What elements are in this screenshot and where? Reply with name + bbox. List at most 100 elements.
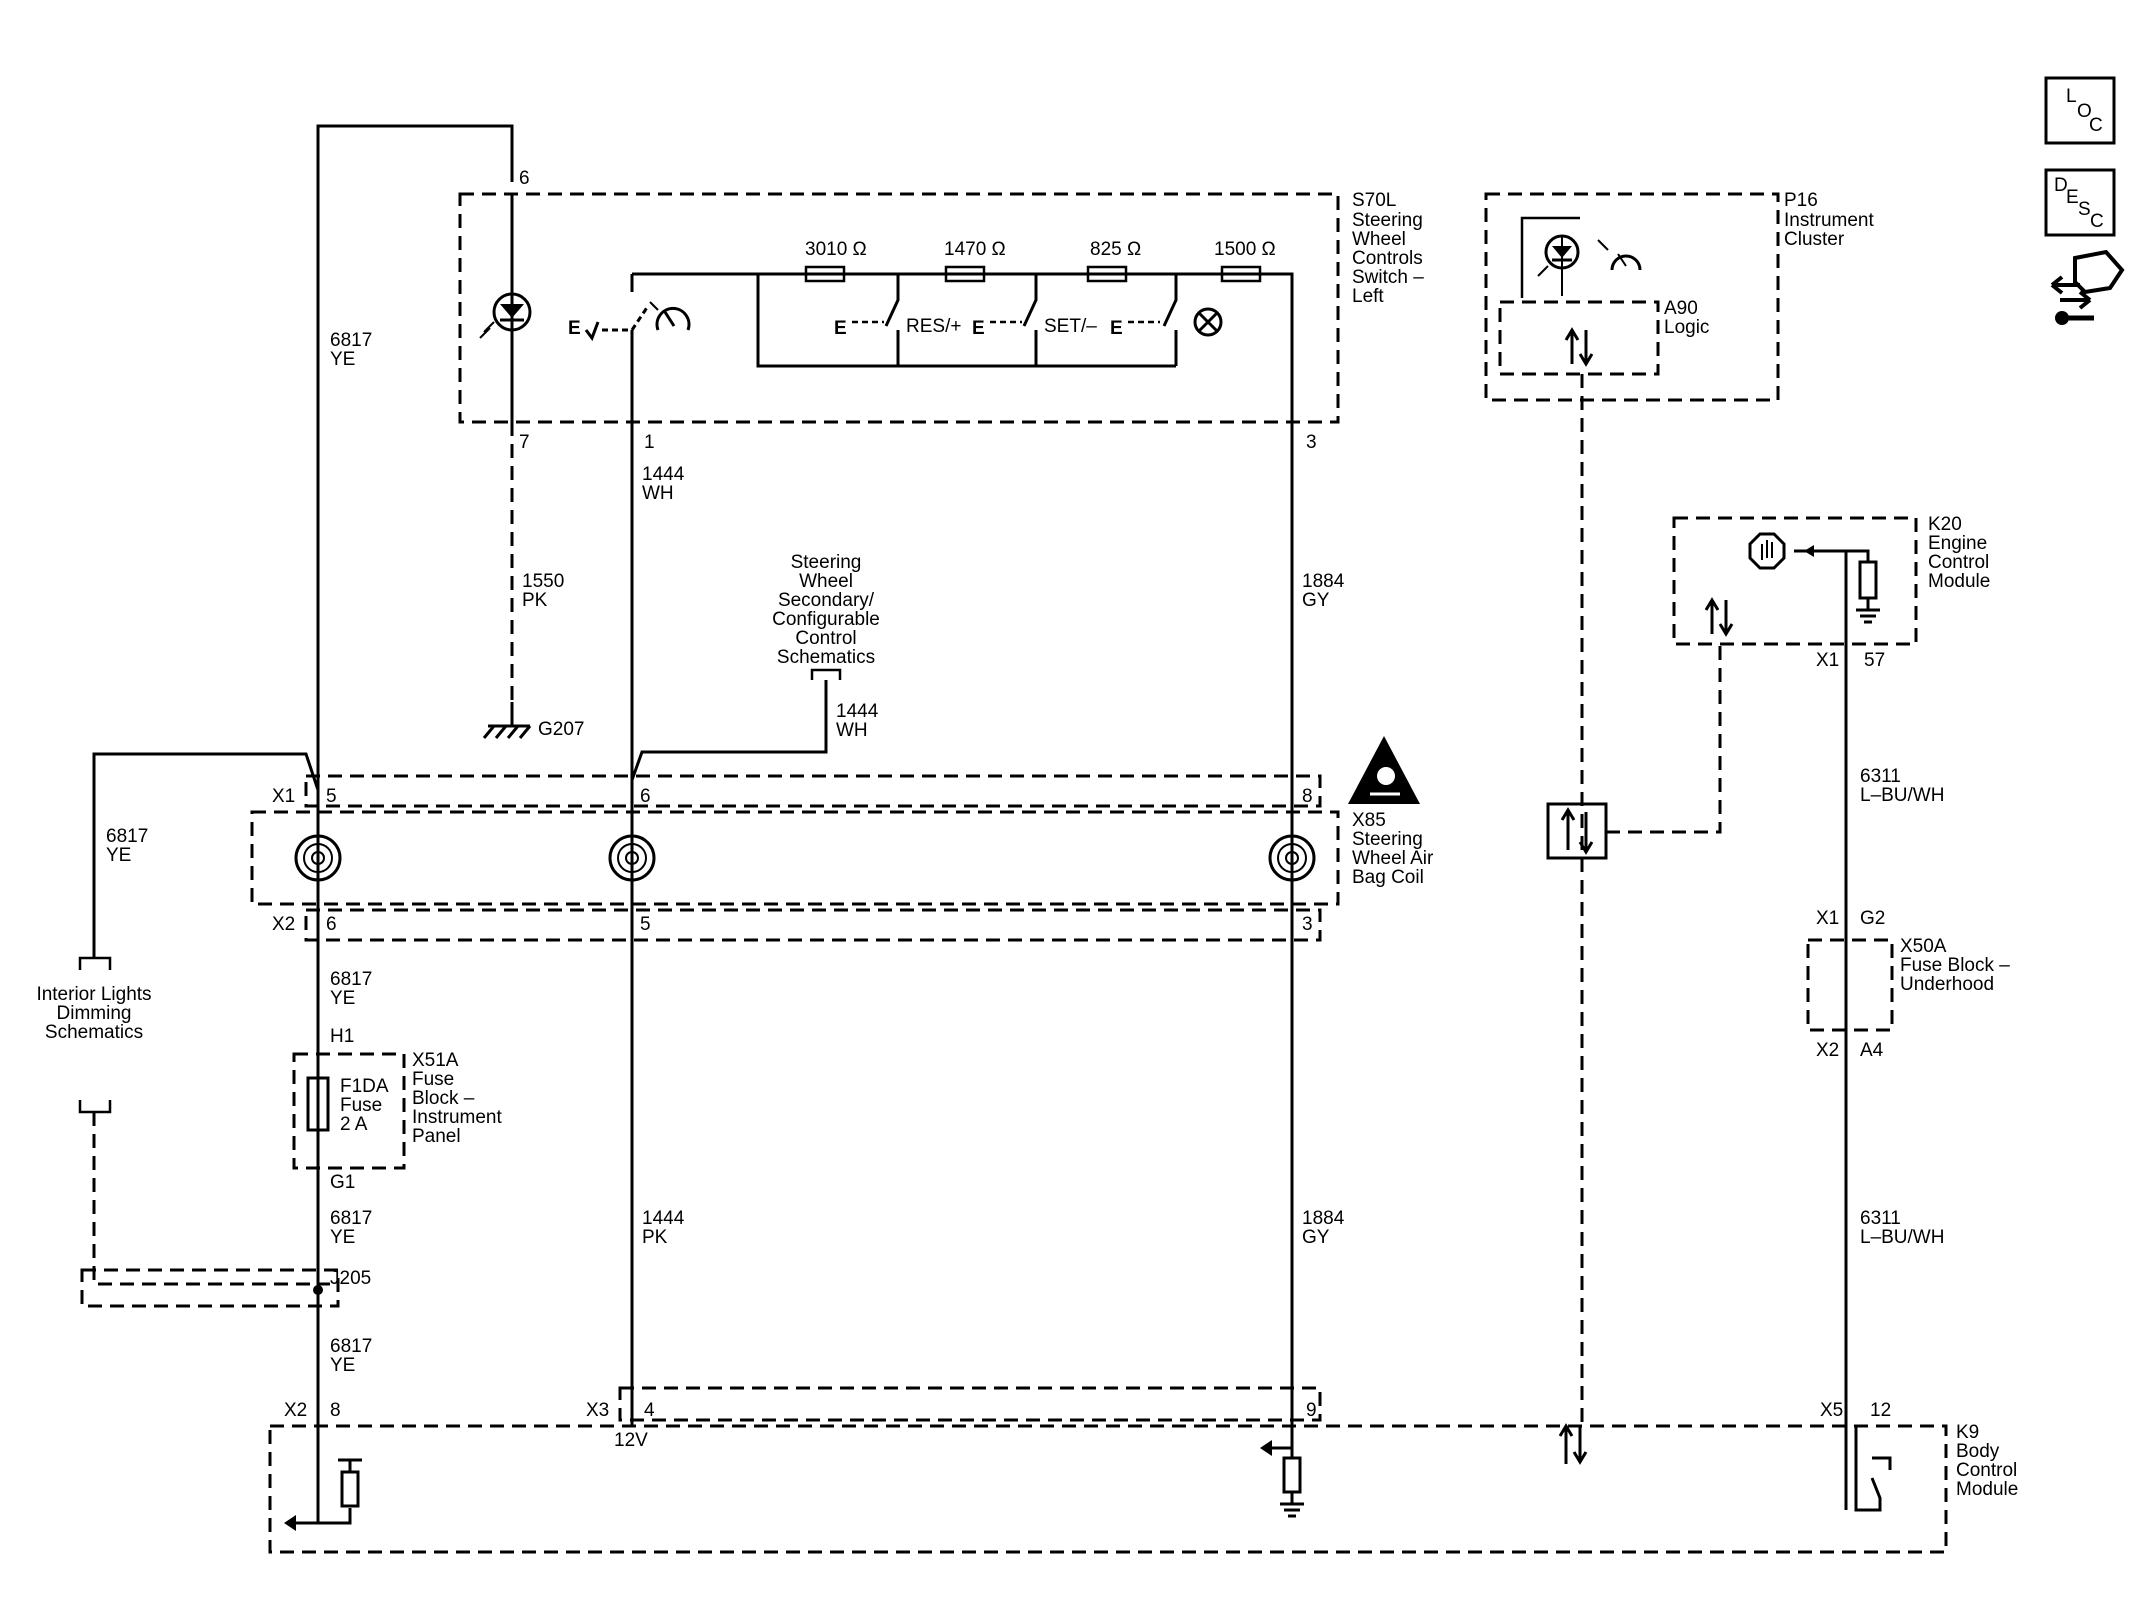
svg-text:6817: 6817 [330,1336,372,1357]
wire-6817-ye-label-left: 6817 YE [106,826,148,866]
svg-text:1500 Ω: 1500 Ω [1214,239,1276,260]
svg-text:YE: YE [106,845,131,866]
j205-splice-box [80,1268,340,1308]
svg-text:E: E [834,318,847,339]
k9-pin9-input-icon [1260,1425,1304,1518]
clockspring-coil-icon [294,834,1316,882]
s70l-label: S70L Steering Wheel Controls Switch – Le… [1352,190,1424,307]
wire-6817-ye-label-mid: 6817 YE [330,969,372,1009]
x51a-fuse-block-box [292,1052,406,1170]
svg-text:6817: 6817 [330,1208,372,1229]
svg-text:YE: YE [330,988,355,1009]
wire-1550-label: 1550 PK [522,571,564,611]
pin-3-label: 3 [1306,432,1317,453]
svg-text:825 Ω: 825 Ω [1090,239,1141,260]
resistor-1470: 1470 Ω [944,239,1006,283]
k9-x5-label: X5 [1820,1400,1843,1421]
x85-x2-pin5: 5 [640,914,651,935]
k9-x3-connector [618,1386,1322,1422]
svg-text:K9: K9 [1956,1422,1979,1443]
wire-6311-label-bottom: 6311 L–BU/WH [1860,1208,1944,1248]
k9-pin12-switch-icon [1854,1425,1892,1512]
svg-text:Wheel: Wheel [1352,229,1406,250]
backlight-led-icon [479,194,532,422]
svg-text:YE: YE [330,1355,355,1376]
svg-text:Engine: Engine [1928,533,1987,554]
svg-text:Bag Coil: Bag Coil [1352,867,1424,888]
svg-text:Steering: Steering [791,552,862,573]
k9-module-box [268,1424,1948,1554]
ev-switch-label: E [568,318,581,339]
cancel-icon [1193,307,1223,337]
k9-data-arrows-icon [1558,1423,1588,1465]
stop-hand-icon [1748,532,1786,570]
splice-j205-label: J205 [330,1268,371,1289]
resistor-825: 825 Ω [1086,239,1141,283]
steering-wheel-schematics-ref[interactable]: Steering Wheel Secondary/ Configurable C… [772,552,880,668]
x85-x1-connector [304,774,1322,808]
svg-text:6817: 6817 [106,826,148,847]
diagnostic-connector-icon[interactable] [2050,249,2125,325]
svg-text:1444: 1444 [836,701,879,722]
x85-label: X85 Steering Wheel Air Bag Coil [1352,810,1434,888]
svg-text:SET/–: SET/– [1044,316,1097,337]
wire-6817-label-top: 6817 YE [330,330,372,370]
k20-pullup-icon [1834,549,1880,624]
svg-text:S70L: S70L [1352,190,1396,211]
loc-letter-c: C [2089,115,2103,136]
ground-g207-label: G207 [538,719,584,740]
switch-leg-res: RES/+ E [906,274,1038,366]
svg-text:Underhood: Underhood [1900,974,1994,995]
interior-lights-schematics-ref[interactable]: Interior Lights Dimming Schematics [36,984,151,1043]
x50a-g2-label: G2 [1860,908,1885,929]
svg-text:L–BU/WH: L–BU/WH [1860,785,1944,806]
switch-leg-1: E [834,274,900,366]
pin-g1-label: G1 [330,1172,355,1193]
k9-pin12-label: 12 [1870,1400,1891,1421]
svg-text:X51A: X51A [412,1050,459,1071]
wire-1444-wh-label: 1444 WH [642,464,685,504]
svg-text:Switch –: Switch – [1352,267,1424,288]
svg-text:Logic: Logic [1664,317,1709,338]
airbag-warning-icon [1348,736,1420,804]
a90-logic-box [1498,300,1660,376]
svg-text:Steering: Steering [1352,829,1423,850]
desc-letter-s: S [2078,199,2091,220]
k20-x1-label: X1 [1816,650,1839,671]
gateway-arrows-icon[interactable] [1546,802,1608,860]
a90-label: A90 Logic [1664,298,1709,338]
desc-letter-e: E [2066,187,2079,208]
wire-1444-pk-label: 1444 PK [642,1208,685,1248]
svg-text:Schematics: Schematics [777,647,875,668]
svg-text:6817: 6817 [330,330,372,351]
svg-text:Fuse: Fuse [340,1095,382,1116]
wire-1884-gy-label-top: 1884 GY [1302,571,1345,611]
resistor-3010: 3010 Ω [804,239,867,283]
wire-6817-branch [92,752,320,958]
svg-text:Body: Body [1956,1441,2000,1462]
svg-text:E: E [972,318,985,339]
svg-text:F1DA: F1DA [340,1076,389,1097]
svg-text:Block –: Block – [412,1088,475,1109]
x50a-x2-label: X2 [1816,1040,1839,1061]
k20-ecm-box [1672,516,1918,646]
x50a-label: X50A Fuse Block – Underhood [1900,936,2010,995]
svg-text:Controls: Controls [1352,248,1423,269]
svg-text:1884: 1884 [1302,1208,1345,1229]
x50a-a4-label: A4 [1860,1040,1884,1061]
ecm-serial-data-line [1606,646,1722,834]
svg-text:Fuse Block –: Fuse Block – [1900,955,2010,976]
svg-text:K20: K20 [1928,514,1962,535]
k20-label: K20 Engine Control Module [1928,514,1990,592]
svg-text:Module: Module [1928,571,1990,592]
location-nav-button[interactable]: L O C [2044,76,2116,145]
svg-text:RES/+: RES/+ [906,316,961,337]
svg-text:Dimming: Dimming [57,1003,132,1024]
loc-letter-o: O [2077,101,2092,122]
description-nav-button[interactable]: D E S C [2044,168,2116,237]
svg-text:Schematics: Schematics [45,1022,143,1043]
x85-x2-connector [304,908,1322,942]
pin-h1-label: H1 [330,1026,354,1047]
svg-text:2 A: 2 A [340,1114,368,1135]
